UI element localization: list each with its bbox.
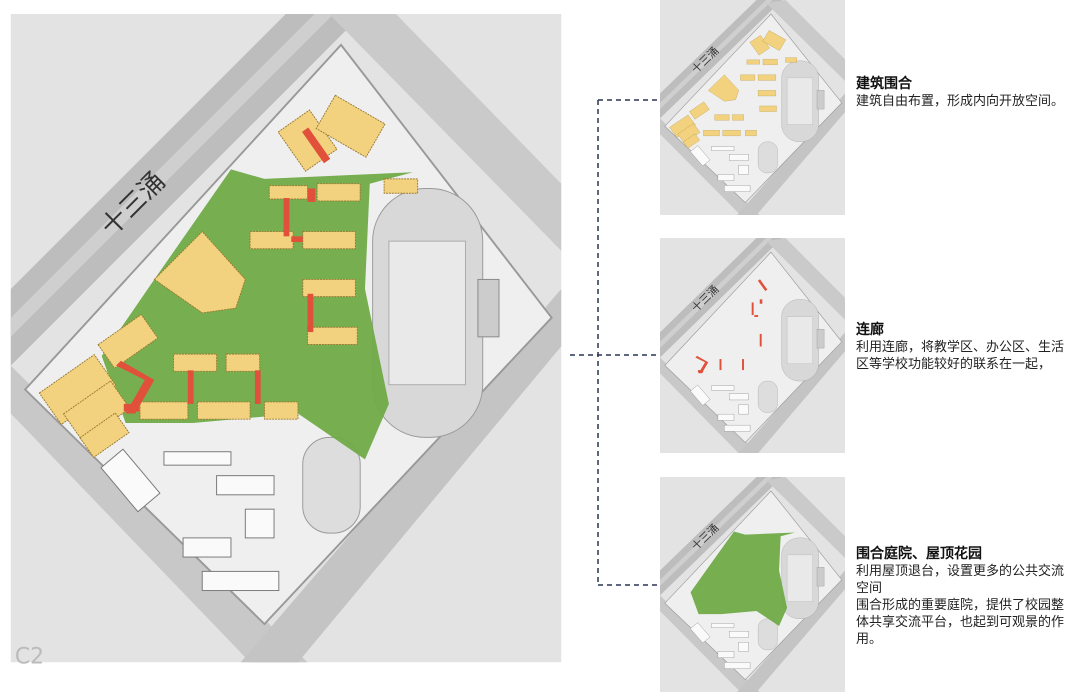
note-corridor: 连廊 利用连廊，将教学区、办公区、生活区等学校功能较好的联系在一起， [856, 322, 1071, 373]
note-text: 围合形成的重要庭院，提供了校园整体共享交流平台，也起到可观景的作用。 [856, 598, 1065, 647]
thumbnail-courtyard-garden: 十三涌 [660, 477, 845, 692]
note-title: 建筑围合 [856, 76, 912, 92]
note-text: 利用屋顶退台，设置更多的公共交流空间 [856, 564, 1065, 596]
note-text: 建筑自由布置，形成内向开放空间。 [856, 94, 1065, 109]
block-label: C2 [15, 644, 44, 669]
thumbnail-corridor: 十三涌 [660, 238, 845, 453]
main-site-plan: 十三涌 C2 [0, 14, 572, 669]
note-title: 连廊 [856, 322, 884, 338]
note-building-enclosure: 建筑围合 建筑自由布置，形成内向开放空间。 [856, 76, 1071, 110]
note-text: 利用连廊，将教学区、办公区、生活区等学校功能较好的联系在一起， [856, 340, 1065, 372]
dashed-connector [570, 99, 660, 586]
note-courtyard-garden: 围合庭院、屋顶花园 利用屋顶退台，设置更多的公共交流空间 围合形成的重要庭院，提… [856, 546, 1071, 648]
note-title: 围合庭院、屋顶花园 [856, 546, 982, 562]
thumbnail-building-enclosure: 十三涌 [660, 0, 845, 215]
